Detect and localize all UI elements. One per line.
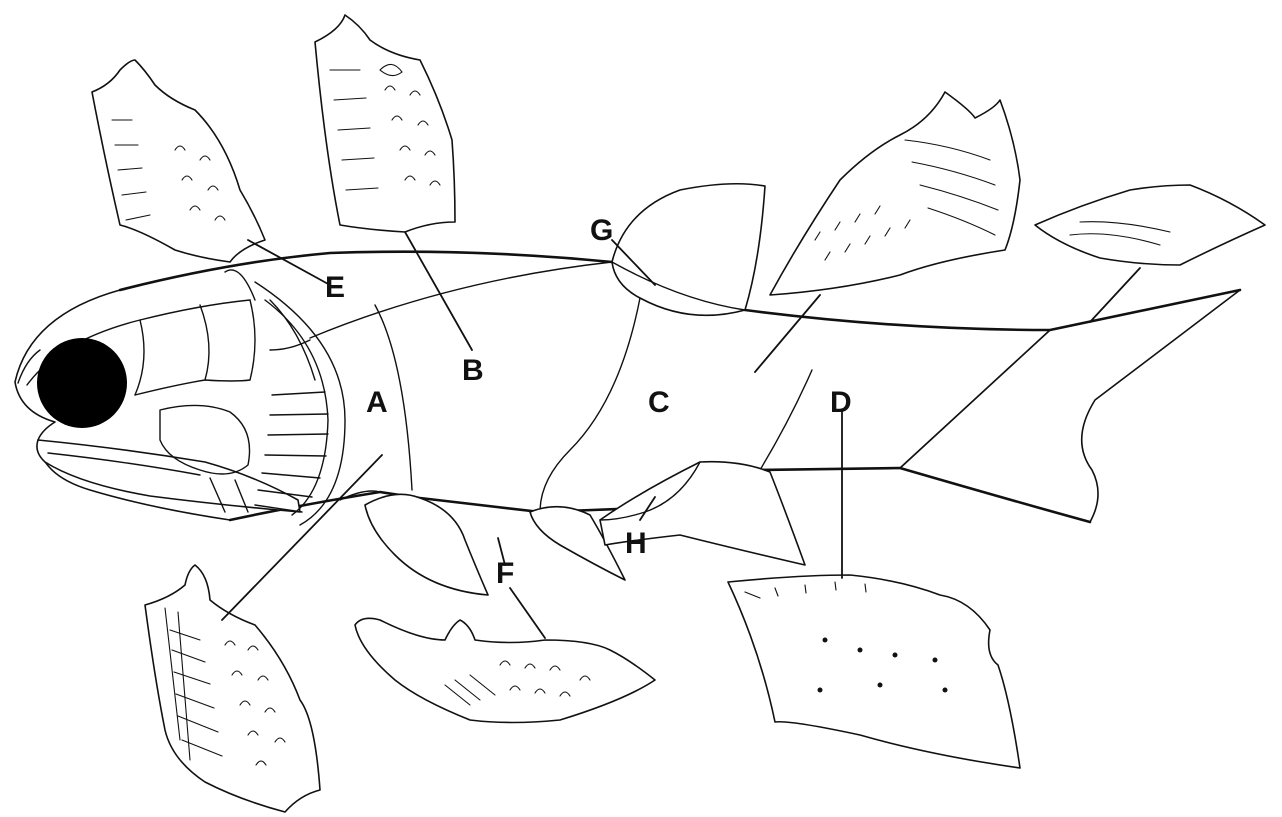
- label-E: E: [325, 271, 345, 304]
- scale-F: [355, 618, 655, 722]
- label-D: D: [830, 386, 852, 419]
- label-H: H: [625, 527, 647, 560]
- eye: [37, 338, 127, 428]
- scale-B: [315, 15, 455, 232]
- label-A: A: [366, 386, 388, 419]
- scale-A: [145, 565, 320, 812]
- label-C: C: [648, 386, 670, 419]
- scale-tail: [1035, 185, 1265, 265]
- pectoral-fin: [365, 494, 488, 595]
- label-G: G: [590, 214, 613, 247]
- scale-E: [92, 60, 265, 262]
- scale-D: [728, 575, 1020, 768]
- scale-C: [770, 92, 1020, 295]
- label-B: B: [462, 354, 484, 387]
- label-F: F: [496, 557, 514, 590]
